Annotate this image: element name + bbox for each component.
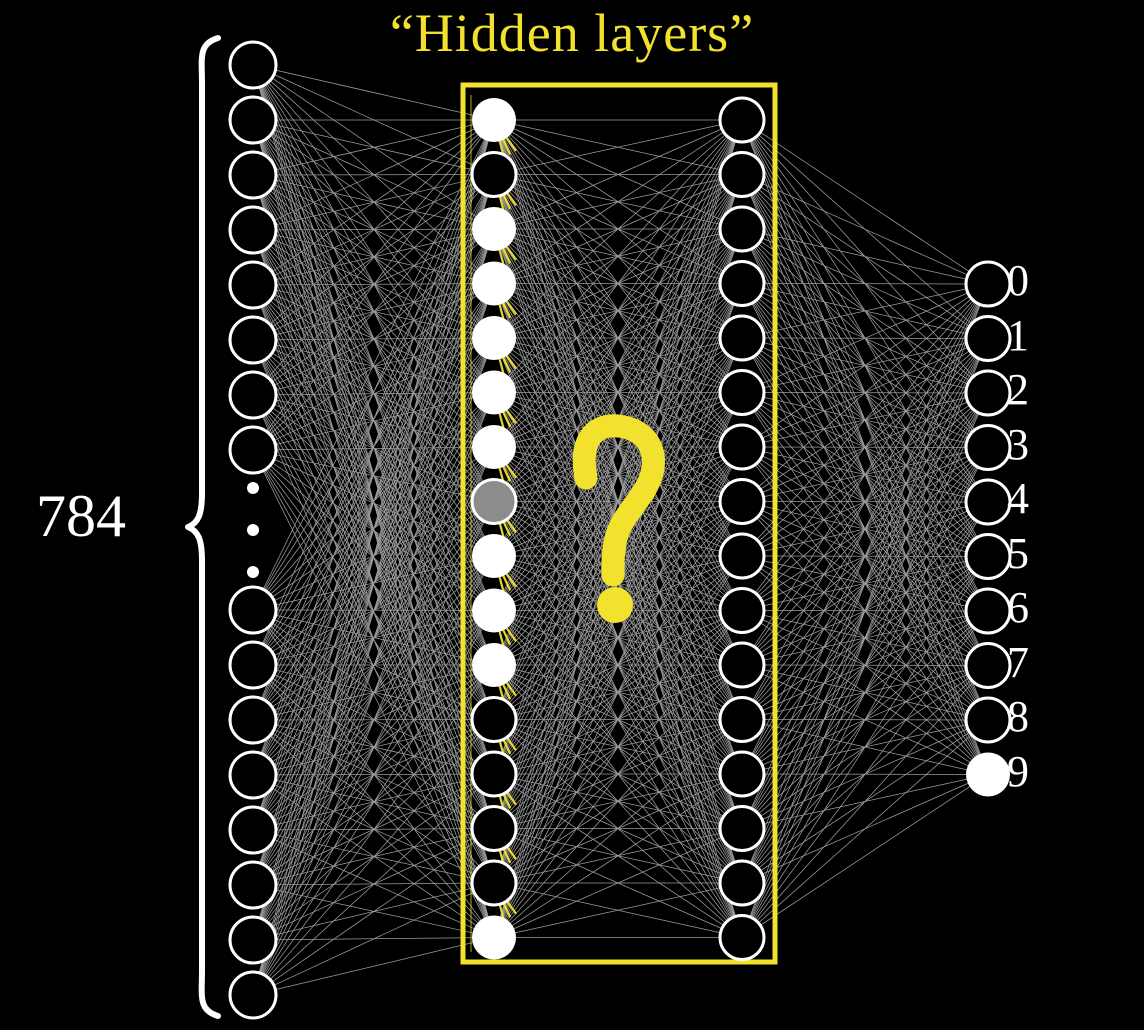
edges-hidden1-to-hidden2 — [500, 119, 736, 938]
output-label-8: 8 — [1007, 692, 1029, 741]
output-label-0: 0 — [1007, 256, 1029, 305]
page-title: “Hidden layers” — [389, 3, 755, 63]
output-label-3: 3 — [1007, 419, 1029, 469]
hidden-layer-2-nodes — [718, 96, 766, 961]
output-label-5: 5 — [1007, 528, 1029, 578]
output-label-2: 2 — [1007, 365, 1029, 414]
output-label-4: 4 — [1007, 474, 1029, 523]
output-label-7: 7 — [1007, 637, 1029, 687]
edges-highlighted — [470, 95, 517, 952]
input-count-label: 784 — [36, 483, 126, 549]
edges-input-to-hidden1 — [258, 69, 489, 991]
question-mark-symbol — [572, 414, 665, 623]
hidden-layer-1-nodes — [470, 98, 518, 960]
output-label-9: 9 — [1007, 746, 1029, 796]
hidden-layers-box — [460, 82, 778, 965]
input-layer-nodes — [228, 40, 278, 1020]
input-ellipsis — [247, 482, 259, 578]
output-layer-nodes — [964, 260, 1012, 797]
edges-hidden2-to-output — [749, 131, 981, 926]
output-label-6: 6 — [1007, 583, 1029, 632]
input-brace — [185, 35, 221, 1019]
output-label-1: 1 — [1007, 310, 1029, 360]
